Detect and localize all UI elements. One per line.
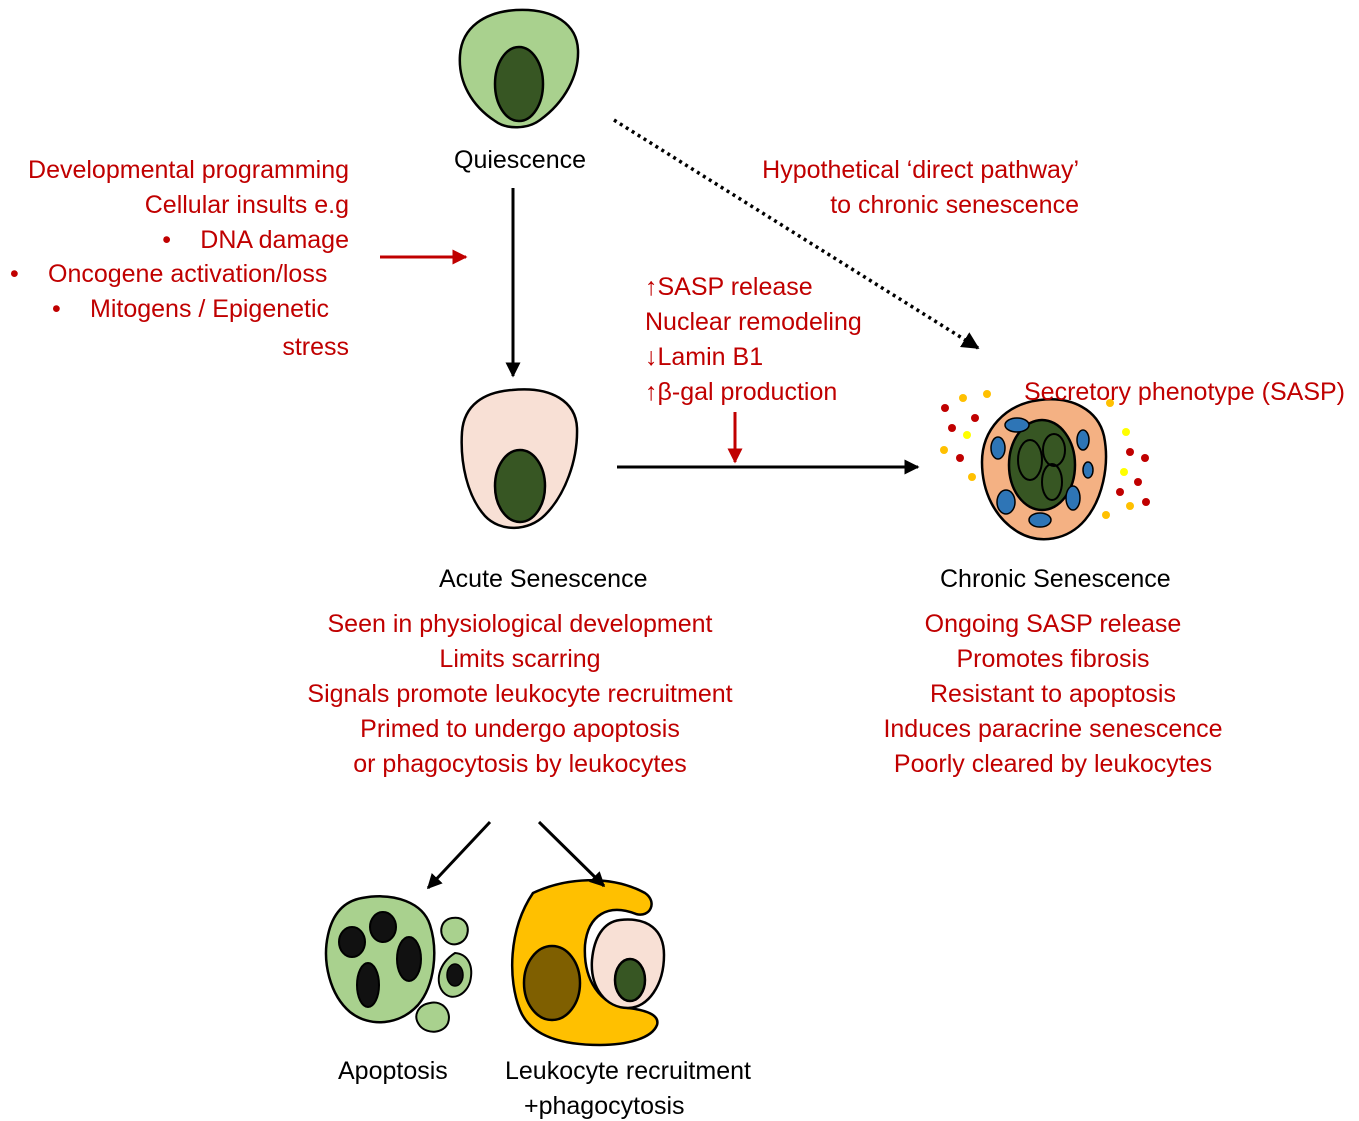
acute-feature: Seen in physiological development	[327, 610, 713, 638]
acute-features: Seen in physiological development Limits…	[270, 607, 770, 782]
trigger-line: Cellular insults e.g	[144, 191, 349, 219]
sasp-label: Secretory phenotype (SASP)	[1024, 378, 1345, 406]
chronic-senescence-label: Chronic Senescence	[940, 565, 1171, 593]
quiescence-label: Quiescence	[454, 146, 587, 174]
acute-feature: or phagocytosis by leukocytes	[353, 750, 687, 778]
transition-changes: ↑SASP release Nuclear remodeling ↓Lamin …	[645, 270, 862, 410]
acute-senescence-label: Acute Senescence	[439, 565, 648, 593]
quiescent-cell-icon	[458, 8, 580, 129]
phagocytosis-label: +phagocytosis	[524, 1092, 685, 1120]
acute-feature: Primed to undergo apoptosis	[360, 715, 680, 743]
sasp-particles	[940, 390, 1150, 519]
transition-item: ↑SASP release	[645, 273, 813, 301]
acute-feature: Limits scarring	[439, 645, 601, 673]
chronic-feature: Ongoing SASP release	[924, 610, 1182, 638]
bullet-icon	[52, 295, 90, 323]
trigger-bullet: DNA damage	[120, 228, 349, 253]
chronic-features: Ongoing SASP release Promotes fibrosis R…	[853, 607, 1253, 782]
acute-senescent-cell-icon	[460, 388, 579, 530]
trigger-bullet: Mitogens / Epigenetic	[52, 297, 329, 322]
trigger-continuation: stress	[282, 333, 349, 361]
trigger-line: Developmental programming	[28, 156, 349, 184]
chronic-feature: Promotes fibrosis	[956, 645, 1150, 673]
bullet-icon	[10, 260, 48, 288]
apoptotic-cell-icon	[324, 895, 473, 1033]
leukocyte-recruitment-label: Leukocyte recruitment	[505, 1057, 751, 1085]
acute-feature: Signals promote leukocyte recruitment	[307, 680, 733, 708]
trigger-list: Developmental programming Cellular insul…	[0, 153, 349, 223]
chronic-senescent-cell-icon	[940, 390, 1150, 541]
hypothetical-pathway-label: Hypothetical ‘direct pathway’ to chronic…	[700, 153, 1079, 223]
arrow-to-apoptosis	[426, 820, 492, 890]
chronic-feature: Induces paracrine senescence	[883, 715, 1223, 743]
apoptosis-label: Apoptosis	[338, 1057, 448, 1085]
transition-item: ↓Lamin B1	[645, 343, 764, 371]
bullet-icon	[162, 226, 200, 254]
chronic-feature: Poorly cleared by leukocytes	[893, 750, 1213, 778]
trigger-bullet: Oncogene activation/loss	[10, 262, 327, 287]
leukocyte-icon	[510, 878, 666, 1047]
chronic-feature: Resistant to apoptosis	[930, 680, 1176, 708]
hypothetical-line: to chronic senescence	[830, 191, 1079, 219]
hypothetical-line: Hypothetical ‘direct pathway’	[762, 156, 1079, 184]
transition-item: ↑β-gal production	[645, 378, 838, 406]
arrow-to-phagocytosis	[537, 820, 606, 888]
transition-item: Nuclear remodeling	[645, 308, 862, 336]
arrow-direct-pathway	[613, 118, 980, 350]
